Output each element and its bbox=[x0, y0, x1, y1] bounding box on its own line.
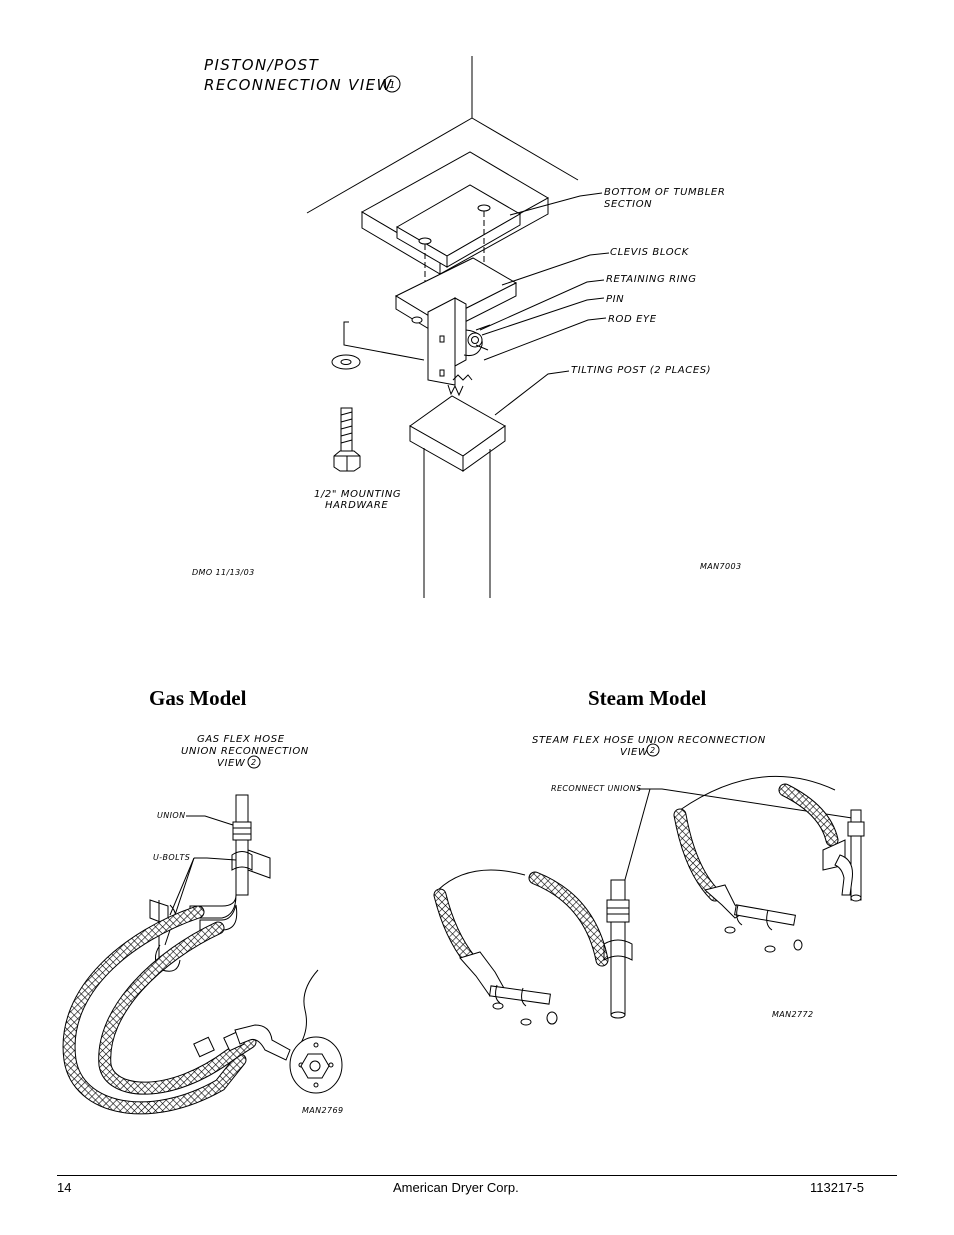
clevis-block bbox=[394, 257, 518, 386]
leader-clevis-block bbox=[501, 252, 610, 286]
footer-company: American Dryer Corp. bbox=[393, 1180, 519, 1195]
leader-rod-eye bbox=[483, 317, 607, 361]
label-tilting-post: TILTING POST (2 PLACES) bbox=[571, 365, 711, 376]
rod-eye bbox=[452, 324, 491, 381]
label-u-bolts: U-BOLTS bbox=[153, 853, 190, 862]
gas-view-title-1: GAS FLEX HOSE bbox=[197, 734, 285, 745]
label-bottom-tumbler-2: SECTION bbox=[604, 199, 652, 210]
steam-view-number: 2 bbox=[650, 746, 656, 755]
label-reconnect-unions: RECONNECT UNIONS bbox=[551, 784, 642, 793]
top-view-title-line1: PISTON/POST bbox=[204, 56, 320, 74]
steam-view-title-2: VIEW bbox=[620, 747, 649, 758]
footer-doc-number: 113217-5 bbox=[810, 1180, 864, 1195]
steam-model-heading: Steam Model bbox=[588, 686, 707, 710]
label-mounting-1: 1/2" MOUNTING bbox=[314, 489, 401, 500]
gas-model-diagram: GAS FLEX HOSE UNION RECONNECTION VIEW 2 … bbox=[62, 734, 344, 1115]
steam-view-title-1: STEAM FLEX HOSE UNION RECONNECTION bbox=[532, 735, 766, 746]
gas-view-title-2: UNION RECONNECTION bbox=[181, 746, 309, 757]
hardware-leader bbox=[343, 321, 425, 361]
wall-left-line bbox=[306, 117, 473, 214]
tilting-post bbox=[409, 384, 506, 598]
steam-view-number-circle bbox=[646, 743, 660, 757]
view-number-circle bbox=[383, 75, 401, 93]
label-rod-eye: ROD EYE bbox=[608, 314, 657, 325]
gas-view-number: 2 bbox=[251, 758, 257, 767]
label-union: UNION bbox=[157, 811, 185, 820]
steam-model-diagram: STEAM FLEX HOSE UNION RECONNECTION VIEW … bbox=[433, 735, 865, 1026]
page-number: 14 bbox=[57, 1180, 72, 1195]
label-clevis-block: CLEVIS BLOCK bbox=[610, 247, 690, 258]
label-bottom-tumbler-1: BOTTOM OF TUMBLER bbox=[604, 187, 725, 198]
gas-view-title-3: VIEW bbox=[217, 758, 246, 769]
footer-divider bbox=[57, 1175, 897, 1176]
drawing-code-top: MAN7003 bbox=[700, 562, 742, 571]
leader-pin bbox=[481, 297, 605, 336]
leader-tilting-post bbox=[494, 370, 570, 416]
label-mounting-2: HARDWARE bbox=[325, 500, 388, 511]
gas-model-heading: Gas Model bbox=[149, 686, 247, 710]
label-retaining-ring: RETAINING RING bbox=[606, 274, 697, 285]
top-view-number: 1 bbox=[389, 80, 396, 91]
leader-retaining-ring bbox=[479, 279, 605, 331]
mounting-bolt bbox=[331, 354, 361, 472]
drawing-date: DMO 11/13/03 bbox=[192, 568, 255, 577]
drawing-code-steam: MAN2772 bbox=[772, 1010, 814, 1019]
label-pin: PIN bbox=[606, 294, 624, 305]
leader-bottom-tumbler bbox=[509, 192, 603, 216]
drawing-code-gas: MAN2769 bbox=[302, 1106, 344, 1115]
gas-view-number-circle bbox=[247, 755, 261, 769]
wall-right-line bbox=[471, 117, 579, 181]
top-view-title-line2: RECONNECTION VIEW bbox=[204, 76, 393, 94]
